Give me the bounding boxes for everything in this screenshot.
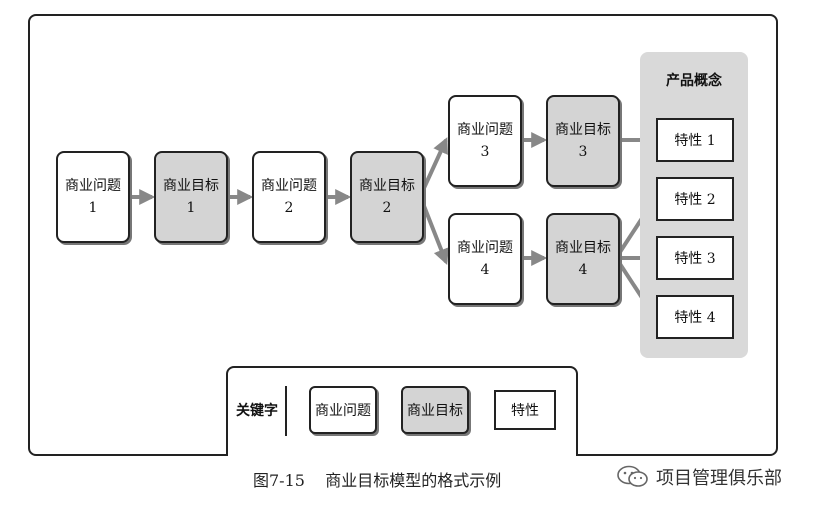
feature-2: 特性 2: [656, 177, 734, 221]
node-goal-2: 商业目标 2: [350, 151, 424, 243]
node-number: 3: [480, 144, 490, 160]
node-label: 商业目标: [163, 178, 219, 194]
node-number: 4: [578, 262, 588, 278]
node-number: 1: [88, 200, 98, 216]
node-number: 4: [480, 262, 490, 278]
node-goal-3: 商业目标 3: [546, 95, 620, 187]
feature-3: 特性 3: [656, 236, 734, 280]
wechat-icon: [617, 465, 648, 487]
legend-goal: 商业目标: [401, 386, 469, 434]
node-problem-2: 商业问题 2: [252, 151, 326, 243]
node-problem-1: 商业问题 1: [56, 151, 130, 243]
product-concept-title: 产品概念: [666, 73, 722, 89]
node-goal-4: 商业目标 4: [546, 213, 620, 305]
node-label: 商业目标: [555, 122, 611, 138]
node-problem-4: 商业问题 4: [448, 213, 522, 305]
legend-problem: 商业问题: [309, 386, 377, 434]
node-problem-3: 商业问题 3: [448, 95, 522, 187]
figure-caption: 图7-15 商业目标模型的格式示例: [253, 471, 502, 490]
legend-divider: [285, 386, 287, 436]
feature-4: 特性 4: [656, 295, 734, 339]
node-label: 商业问题: [457, 240, 513, 256]
node-number: 2: [284, 200, 294, 216]
feature-1: 特性 1: [656, 118, 734, 162]
node-label: 商业问题: [457, 122, 513, 138]
watermark-text: 项目管理俱乐部: [656, 468, 782, 489]
node-label: 商业目标: [359, 178, 415, 194]
node-goal-1: 商业目标 1: [154, 151, 228, 243]
node-label: 商业问题: [65, 178, 121, 194]
node-label: 商业目标: [555, 240, 611, 256]
node-number: 1: [186, 200, 196, 216]
node-label: 商业问题: [261, 178, 317, 194]
node-number: 3: [578, 144, 588, 160]
legend-feature: 特性: [494, 390, 556, 430]
legend-label: 关键字: [236, 403, 278, 419]
node-number: 2: [382, 200, 392, 216]
watermark: 项目管理俱乐部: [616, 464, 782, 490]
